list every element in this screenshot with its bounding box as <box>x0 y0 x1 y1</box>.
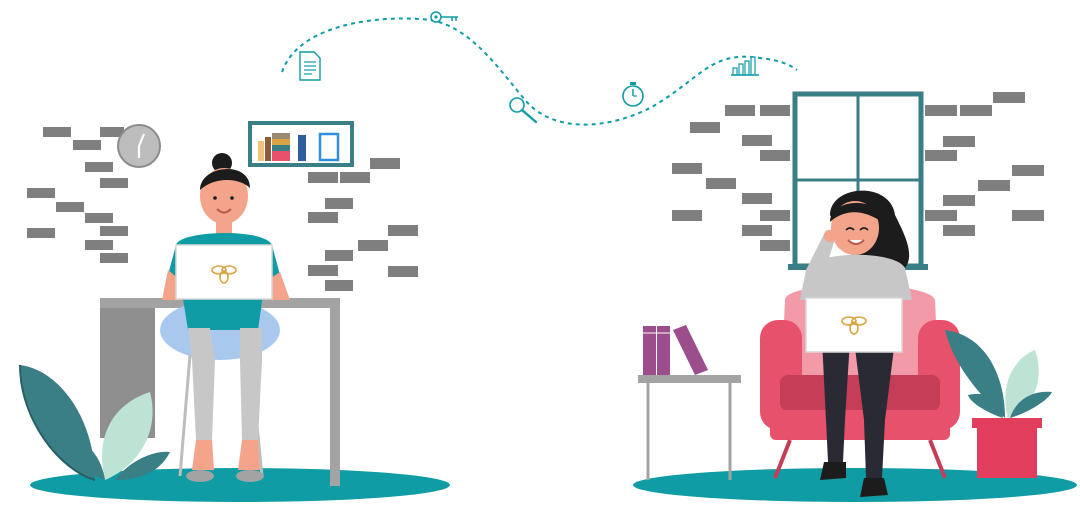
wall-clock <box>117 124 161 168</box>
side-table <box>638 325 741 480</box>
brick-wall-right <box>672 92 1044 251</box>
bar-chart-icon <box>731 56 759 76</box>
magnifier-icon <box>509 97 538 124</box>
laptop-left <box>175 244 273 300</box>
person-in-armchair <box>800 190 912 497</box>
left-scene <box>19 121 450 502</box>
document-icon <box>299 51 321 81</box>
plant-left <box>19 364 170 481</box>
right-scene <box>633 91 1077 502</box>
key-icon <box>430 11 458 23</box>
bee-logo-icon <box>211 265 237 284</box>
stopwatch-icon <box>622 82 644 107</box>
bee-logo-icon <box>841 316 867 335</box>
wall-bookshelf <box>248 121 354 167</box>
workflow-path <box>281 11 798 126</box>
floor-rug-right <box>633 468 1077 502</box>
dashed-path <box>281 17 798 126</box>
potted-plant-right <box>945 330 1052 478</box>
book-stack <box>643 325 708 375</box>
laptop-right <box>805 297 903 353</box>
brick-wall-left <box>27 127 418 291</box>
